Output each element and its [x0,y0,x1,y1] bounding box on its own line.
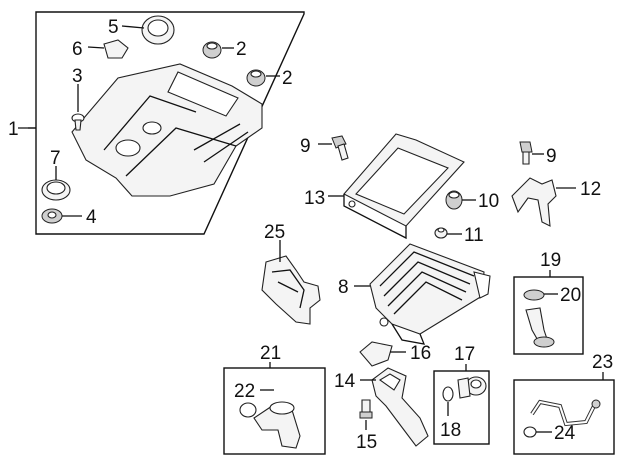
gasket-part-16 [359,341,393,367]
pad-part-6 [103,39,129,59]
group-box-23 [513,379,615,455]
callout-8: 8 [338,277,349,298]
callout-10: 10 [478,191,499,212]
callout-24: 24 [554,423,576,444]
callout-1: 1 [8,119,19,140]
callout-16: 16 [410,343,431,364]
callout-9b: 9 [546,146,557,167]
intercooler-cover-part-13 [343,133,465,240]
valve-part-17 [457,376,487,399]
callout-5: 5 [108,17,119,38]
callout-14: 14 [334,371,356,392]
grommet-part-2a [202,41,222,59]
tube-part-23 [530,399,601,427]
callout-12: 12 [580,179,601,200]
bracket-part-12 [511,177,557,227]
bolt-part-9b [519,141,533,165]
callout-labels: 1 2 2 3 4 5 6 7 8 9 9 10 11 12 13 14 15 … [8,17,613,453]
callout-17: 17 [454,344,475,365]
nut-part-11 [434,227,448,239]
grommet-part-10 [445,190,463,210]
callout-9a: 9 [300,136,311,157]
callout-15: 15 [356,432,377,453]
bolt-part-9a [331,135,349,161]
engine-cover-part [71,63,263,197]
duct-part-25 [261,255,321,325]
grommet-part-2b [246,69,266,87]
outlet-pipe-part-14 [371,367,429,447]
group-box-17 [433,370,490,445]
group-box-19 [513,276,584,355]
callout-2a: 2 [236,39,247,60]
cap-part-5 [141,15,175,45]
callout-23: 23 [592,352,613,373]
callout-6: 6 [72,39,83,60]
group-box-21 [223,367,326,455]
bolt-part-15 [359,399,373,419]
callout-19: 19 [540,250,561,271]
washer-part-4 [41,208,63,224]
callout-20: 20 [560,285,581,306]
intercooler-part-8 [369,243,491,345]
hose-part-19 [523,289,555,348]
callout-3: 3 [72,66,83,87]
callout-25: 25 [264,222,285,243]
callout-2b: 2 [282,68,293,89]
callout-11: 11 [464,225,484,246]
callout-21: 21 [260,343,281,364]
clamp-part-24 [523,426,537,438]
callout-7: 7 [50,148,61,169]
callout-13: 13 [304,188,325,209]
callout-22: 22 [234,381,255,402]
clip-part-3 [71,113,85,131]
callout-4: 4 [86,207,97,228]
hose-part-21 [239,401,301,449]
seal-part-7 [41,179,71,201]
callout-18: 18 [440,420,461,441]
leader-lines [55,25,576,433]
oring-part-18 [442,386,454,402]
